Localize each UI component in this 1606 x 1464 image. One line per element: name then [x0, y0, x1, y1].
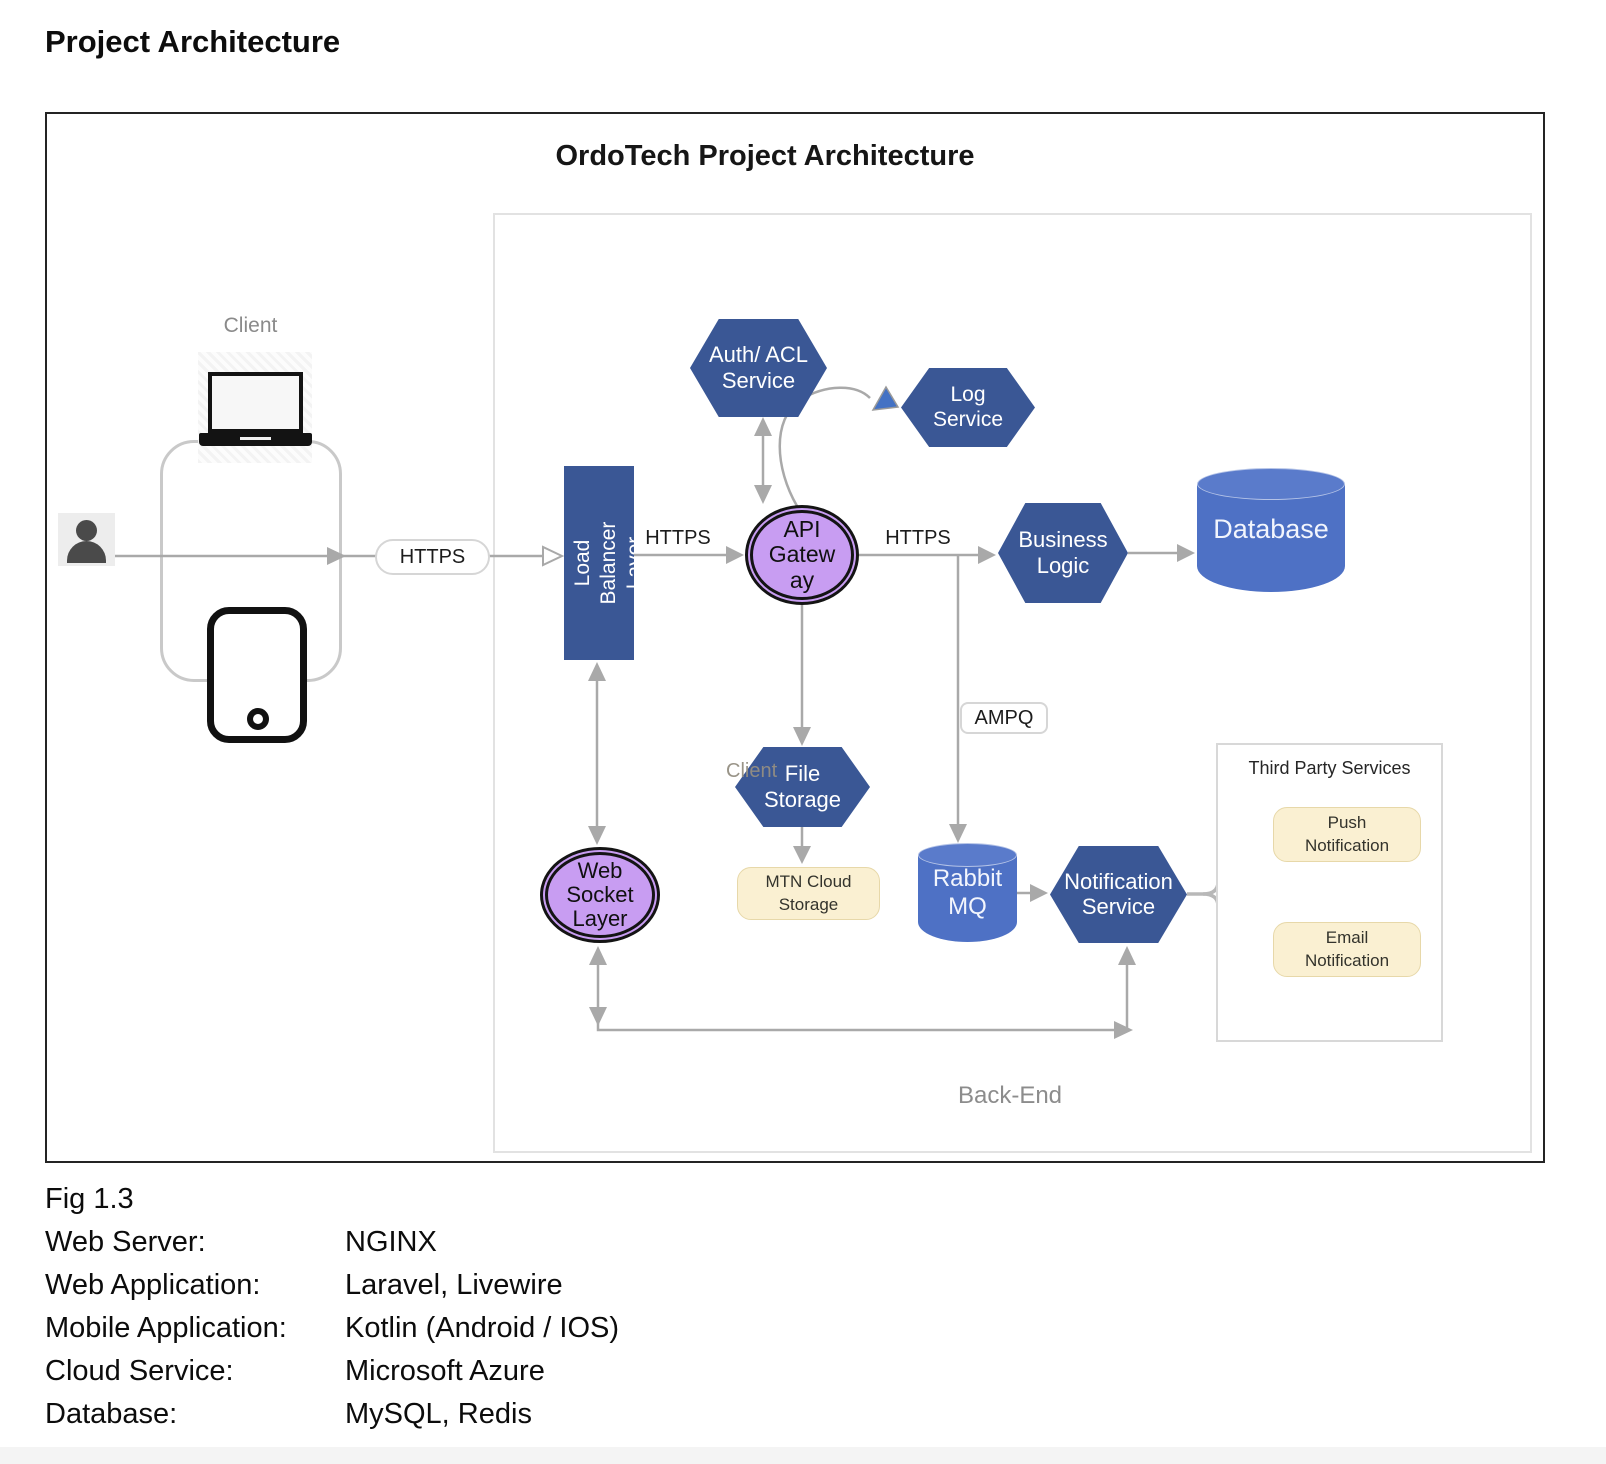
third-party-title: Third Party Services [1248, 758, 1411, 778]
notification-service-label: Notification Service [1064, 868, 1173, 919]
load-balancer-label: Load Balancer Layer [571, 521, 634, 605]
client-ghost-label: Client [726, 760, 778, 782]
arrowhead-auth-up [754, 417, 772, 436]
arrowhead-lb-up [588, 662, 606, 681]
rabbit-mq-label: Rabbit MQ [932, 864, 1003, 920]
arrowhead-log-blue [871, 385, 900, 411]
spec-row: Database: MySQL, Redis [45, 1393, 619, 1436]
hexagon-shape [998, 503, 1128, 603]
backend-label: Back-End [957, 1082, 1063, 1109]
arrowhead-notification-left [1030, 884, 1048, 902]
spec-value: Kotlin (Android / IOS) [345, 1312, 619, 1344]
spec-label: Web Server: [45, 1226, 206, 1258]
node-log-service: Log Service [901, 368, 1035, 447]
hexagon-shape [735, 747, 870, 827]
phone-icon [207, 607, 307, 743]
spec-row: Mobile Application: Kotlin (Android / IO… [45, 1307, 619, 1350]
spec-label: Mobile Application: [45, 1312, 287, 1344]
business-logic-label: Business Logic [1018, 527, 1108, 578]
third-party-box [1216, 743, 1443, 1042]
node-auth-acl-service: Auth/ ACL Service [690, 319, 827, 417]
node-business-logic: Business Logic [998, 503, 1128, 603]
user-icon [58, 513, 115, 566]
page-title: Project Architecture [45, 24, 341, 59]
spec-value: NGINX [345, 1226, 437, 1258]
node-notification-service: Notification Service [1050, 846, 1187, 943]
node-file-storage: File Storage [735, 747, 870, 827]
cylinder-top [918, 843, 1017, 867]
https-label-gateway-logic: HTTPS [885, 527, 951, 549]
node-database: Database [1197, 468, 1345, 592]
diagram-title: OrdoTech Project Architecture [555, 140, 975, 172]
cylinder-body [1197, 484, 1345, 592]
node-rabbit-mq: Rabbit MQ [918, 843, 1017, 942]
cylinder-body [918, 855, 1017, 942]
node-api-gateway [745, 505, 859, 605]
spec-row: Web Application: Laravel, Livewire [45, 1264, 619, 1307]
https-label-lb-gateway: HTTPS [645, 527, 711, 549]
node-load-balancer: Load Balancer Layer [564, 466, 634, 660]
file-storage-label: File Storage [763, 761, 842, 812]
arrowhead-websocket-down [588, 826, 606, 845]
hexagon-shape [901, 368, 1035, 447]
spec-label: Web Application: [45, 1269, 261, 1301]
arrowhead-gateway [726, 546, 744, 564]
database-label: Database [1213, 514, 1329, 545]
spec-row: Cloud Service: Microsoft Azure [45, 1350, 619, 1393]
window-footer-strip [0, 1447, 1606, 1464]
spec-label: Cloud Service: [45, 1355, 234, 1387]
web-socket-layer-label: Web Socket Layer [566, 857, 634, 932]
arrowhead-websocket-up [589, 946, 607, 965]
node-email-notification: Email Notification [1273, 922, 1421, 977]
spec-value: Microsoft Azure [345, 1355, 545, 1387]
laptop-icon [208, 372, 303, 433]
arrowhead-notification-up [1118, 946, 1136, 965]
auth-acl-label: Auth/ ACL Service [708, 342, 809, 393]
arrowhead-mtn [793, 846, 811, 864]
arrowhead-rabbitmq [949, 824, 967, 843]
ampq-label: AMPQ [960, 702, 1048, 734]
arrowhead-filestorage [793, 727, 811, 746]
arrowhead-database [1177, 544, 1195, 562]
arrowhead-client [327, 547, 346, 565]
cylinder-top [1197, 468, 1345, 500]
arrowhead-corner-down [589, 1007, 607, 1026]
figure-caption-block: Fig 1.3 Web Server: NGINX Web Applicatio… [45, 1178, 619, 1436]
node-web-socket-layer [540, 847, 660, 943]
node-mtn-cloud-storage: MTN Cloud Storage [737, 867, 880, 920]
https-label-client: HTTPS [375, 539, 490, 575]
arrowhead-businesslogic [978, 546, 996, 564]
backend-boundary-box [493, 213, 1532, 1153]
arrowhead-bottom-right [1114, 1021, 1133, 1039]
figure-caption: Fig 1.3 [45, 1183, 134, 1215]
spec-label: Database: [45, 1398, 178, 1430]
spec-value: Laravel, Livewire [345, 1269, 563, 1301]
api-gateway-label: API Gateway [768, 516, 836, 593]
arrowhead-auth-down [754, 485, 772, 504]
hexagon-shape [1050, 846, 1187, 943]
edge-websocket-bottom [596, 950, 1118, 1032]
laptop-base-icon [199, 433, 312, 446]
hexagon-shape [690, 319, 827, 417]
client-group-label: Client [223, 314, 278, 337]
node-push-notification: Push Notification [1273, 807, 1421, 862]
spec-value: MySQL, Redis [345, 1398, 532, 1430]
log-service-label: Log Service [932, 382, 1004, 431]
spec-row: Web Server: NGINX [45, 1221, 619, 1264]
arrowhead-open-loadbalancer [542, 545, 565, 567]
